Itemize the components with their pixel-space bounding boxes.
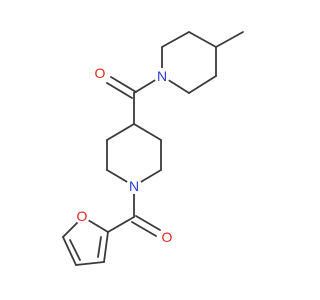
bond-top-ring-5: [188, 75, 217, 94]
atom-label-n-mid: N: [129, 178, 139, 194]
bond-methyl: [215, 31, 244, 48]
atom-label-o-lower: O: [162, 229, 173, 245]
atom-oxygen-upper: O: [92, 65, 108, 81]
bond-furan-c3-c2-inner: [97, 236, 102, 258]
atoms: N N O O O: [74, 65, 175, 245]
bond-carbonyl-furan: [107, 216, 135, 233]
bond-co-upper-a: [110, 76, 137, 93]
atom-label-n-top: N: [157, 68, 167, 84]
bond-mid-ring-6: [106, 123, 135, 141]
atom-label-o-upper: O: [95, 65, 106, 81]
molecule-structure: N N O O O: [62, 31, 244, 266]
bond-furan-c3-c2: [103, 231, 109, 263]
bond-furan-c5-c4-inner: [69, 239, 81, 261]
bonds: [62, 31, 244, 266]
bond-top-ring-2: [161, 31, 190, 48]
bond-co-upper-b: [106, 82, 133, 99]
atom-nitrogen-top: N: [154, 68, 170, 84]
bond-mid-ring-1: [133, 123, 162, 141]
bond-co-lower-b: [131, 221, 157, 237]
bond-top-ring-1: [188, 31, 217, 48]
atom-oxygen-lower: O: [159, 229, 175, 245]
atom-label-o-furan: O: [77, 208, 88, 224]
bond-co-lower-a: [135, 215, 161, 231]
atom-oxygen-furan: O: [74, 208, 90, 224]
bond-furan-c5-c4: [62, 236, 77, 266]
atom-nitrogen-mid: N: [126, 178, 142, 194]
bond-furan-c4-c3: [75, 261, 105, 266]
